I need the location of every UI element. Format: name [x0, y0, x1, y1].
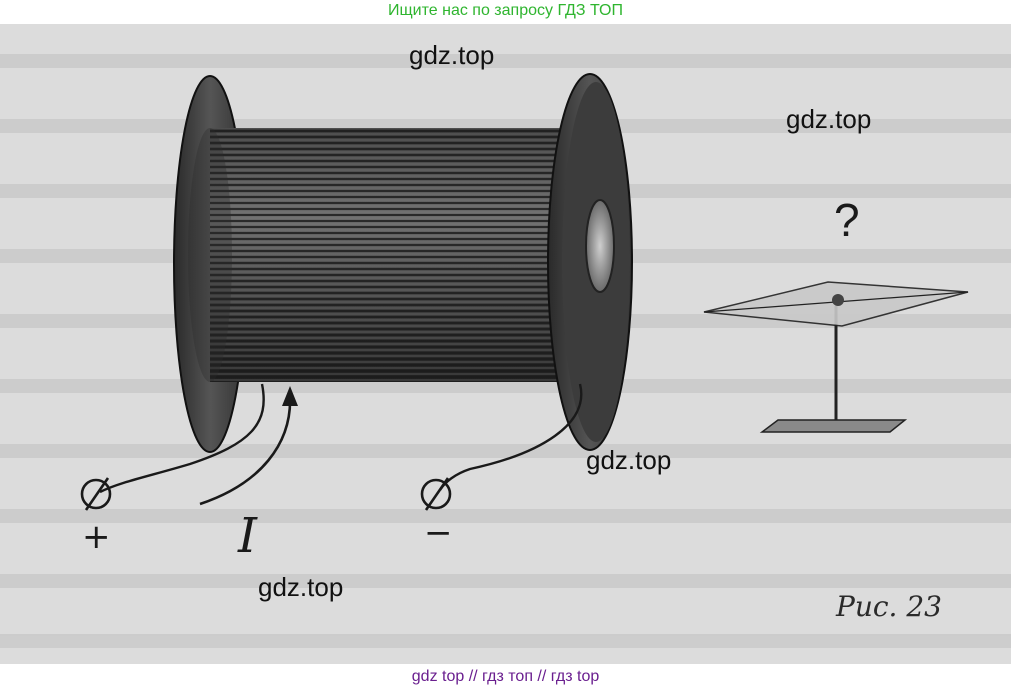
watermark-1: gdz.top: [409, 40, 495, 70]
top-banner: Ищите нас по запросу ГДЗ ТОП: [388, 2, 623, 19]
plus-label: +: [82, 517, 111, 557]
coil-illustration: ? I + −: [0, 54, 1011, 648]
terminal-plus: [80, 477, 112, 511]
spool-hole: [585, 199, 615, 293]
current-arrow-head-icon: [282, 386, 298, 406]
question-mark: ?: [834, 194, 860, 246]
current-arrow: [199, 395, 292, 506]
minus-label: −: [424, 513, 453, 553]
wire-lead-right: [438, 383, 583, 491]
coil-windings: [210, 128, 590, 382]
figure-caption: Рис. 23: [836, 590, 942, 623]
wire-lead-left: [99, 383, 265, 494]
magnetic-needle-stand: [703, 281, 969, 433]
watermark-2: gdz.top: [786, 104, 872, 134]
watermark-3: gdz.top: [586, 445, 672, 475]
bottom-banner: gdz top // гдз топ // гдз top: [411, 668, 600, 685]
watermark-4: gdz.top: [258, 572, 344, 602]
figure-area: ? I + − gdz.top gdz.top gdz.top gdz.top …: [0, 24, 1011, 664]
current-label: I: [237, 508, 258, 564]
terminal-minus: [420, 477, 452, 511]
